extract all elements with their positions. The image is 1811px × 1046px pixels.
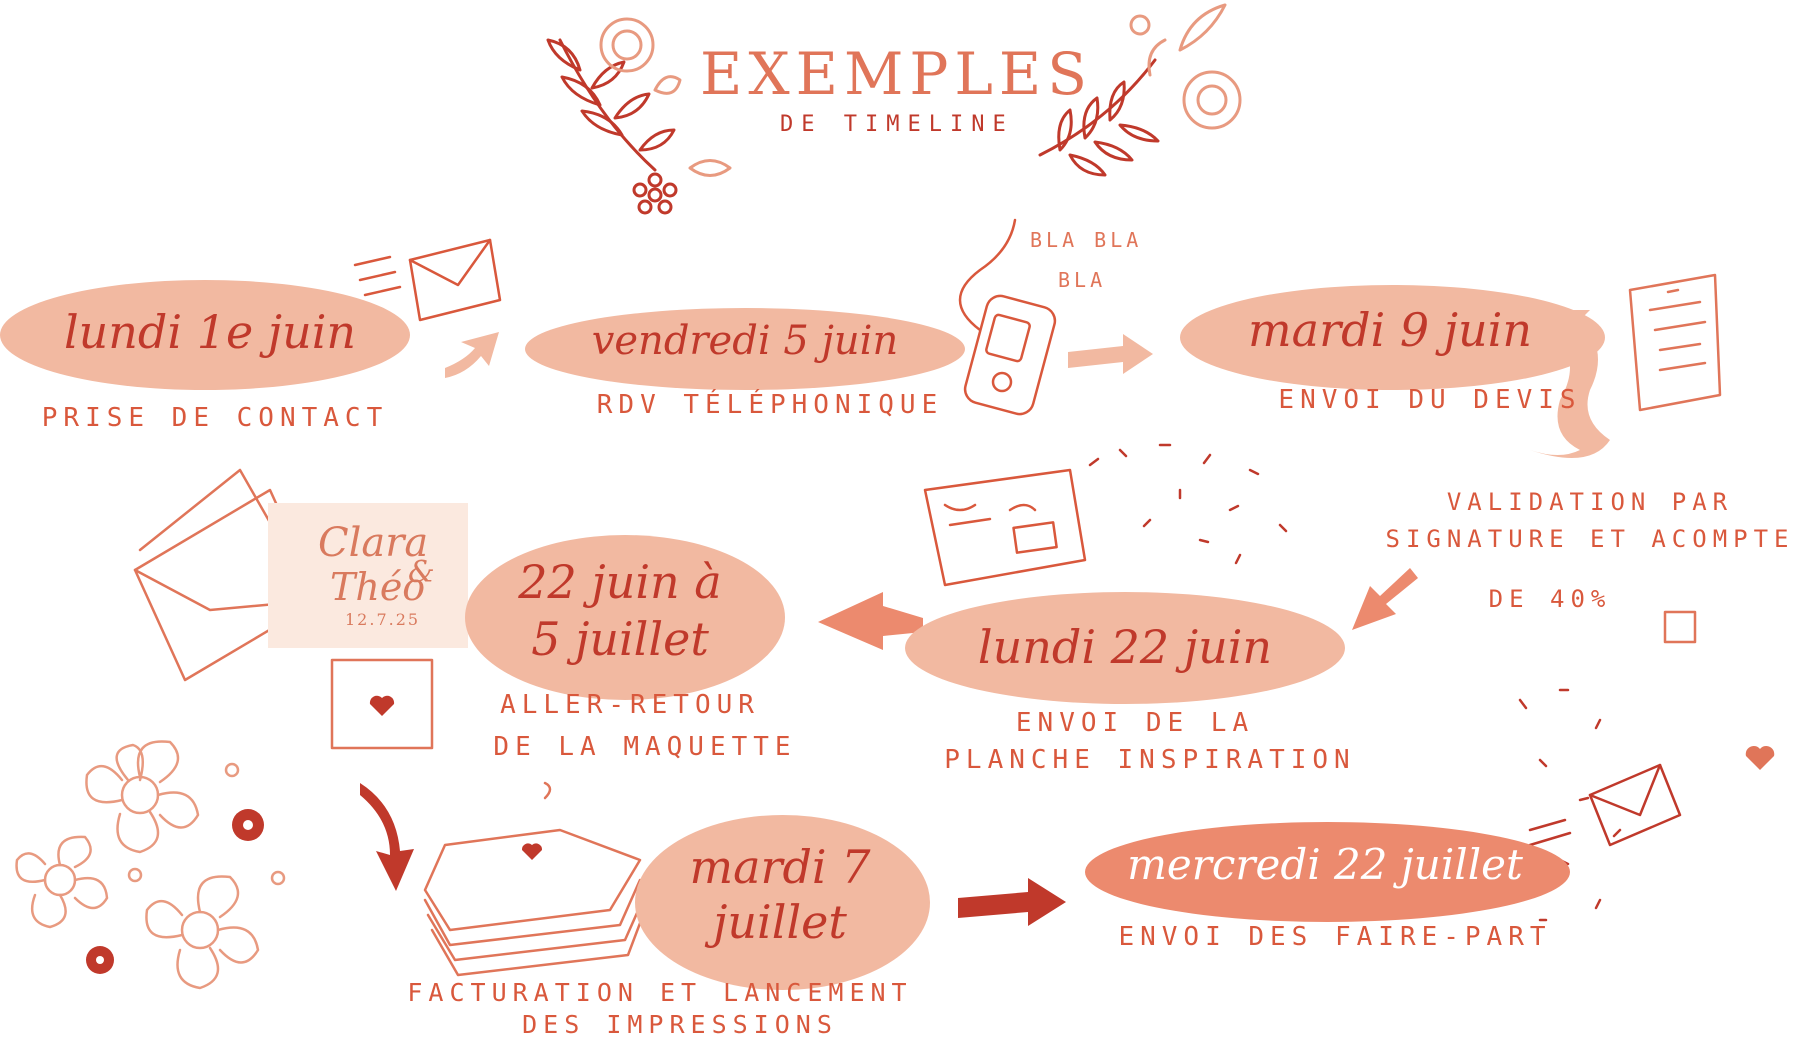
heart-card-icon (330, 658, 434, 750)
sample-card-name: Clara (318, 520, 429, 566)
date-blob (465, 535, 785, 700)
red-flower-center (243, 820, 253, 830)
step-date: lundi 22 juin (977, 620, 1273, 674)
speech-bubble-text: BLA BLA (1030, 228, 1143, 252)
flower-icon (15, 740, 286, 990)
date-blob (525, 308, 965, 390)
date-blob (635, 815, 930, 990)
right-wreath-flowers-icon (1129, 3, 1242, 130)
envelope-icon (353, 238, 502, 322)
step-date: 5 juillet (531, 612, 709, 666)
checkbox-icon (1663, 610, 1697, 644)
step-date: 22 juin à (518, 555, 722, 609)
step-date: juillet (713, 895, 847, 949)
mail-sent-icon (1528, 745, 1775, 847)
right-wreath-icon (1038, 58, 1160, 177)
step-caption: PRISE DE CONTACT (41, 403, 389, 433)
step-caption: ENVOI DE LA (1015, 708, 1255, 738)
confetti-icon (1088, 443, 1622, 922)
paper-stack-icon (423, 781, 647, 977)
step-date: mardi 9 juin (1248, 303, 1532, 357)
step-date: lundi 1e juin (63, 305, 357, 359)
left-wreath-flowers-icon (599, 17, 732, 177)
quote-document-icon (1628, 273, 1722, 412)
step-caption: DES IMPRESSIONS (522, 1010, 838, 1039)
step-caption: ENVOI DU DEVIS (1278, 385, 1582, 415)
date-blob (1085, 822, 1570, 922)
step-caption: DE LA MAQUETTE (493, 732, 797, 762)
sample-card-ampersand: & (408, 555, 435, 590)
step-caption: FACTURATION ET LANCEMENT (407, 978, 913, 1007)
date-blob (1180, 285, 1605, 390)
red-flower-center (96, 956, 104, 964)
step-date: mercredi 22 juillet (1127, 840, 1523, 889)
left-small-flower-icon (632, 172, 678, 215)
sample-card-name: Théo (330, 565, 426, 609)
step-date: vendredi 5 juin (591, 318, 899, 364)
step-caption: DE 40% (1488, 585, 1612, 613)
sample-card-bg (268, 503, 468, 648)
step-caption: ALLER-RETOUR (500, 690, 760, 720)
step-caption: SIGNATURE ET ACOMPTE (1385, 525, 1795, 553)
speech-bubble-text: BLA (1058, 268, 1107, 292)
page-title: EXEMPLES (700, 40, 1093, 108)
step-caption: ENVOI DES FAIRE-PART (1118, 922, 1552, 952)
inspiration-board-icon (923, 468, 1087, 587)
left-wreath-icon (546, 38, 676, 172)
step-date: mardi 7 (689, 840, 871, 894)
step-caption: RDV TÉLÉPHONIQUE (596, 390, 944, 420)
date-blob (905, 592, 1345, 704)
page-subtitle: DE TIMELINE (780, 112, 1014, 137)
phone-icon (958, 218, 1057, 416)
sample-card-date: 12.7.25 (345, 610, 421, 629)
step-caption: PLANCHE INSPIRATION (944, 745, 1356, 775)
step-caption: VALIDATION PAR (1446, 488, 1734, 516)
date-blob (0, 280, 410, 390)
